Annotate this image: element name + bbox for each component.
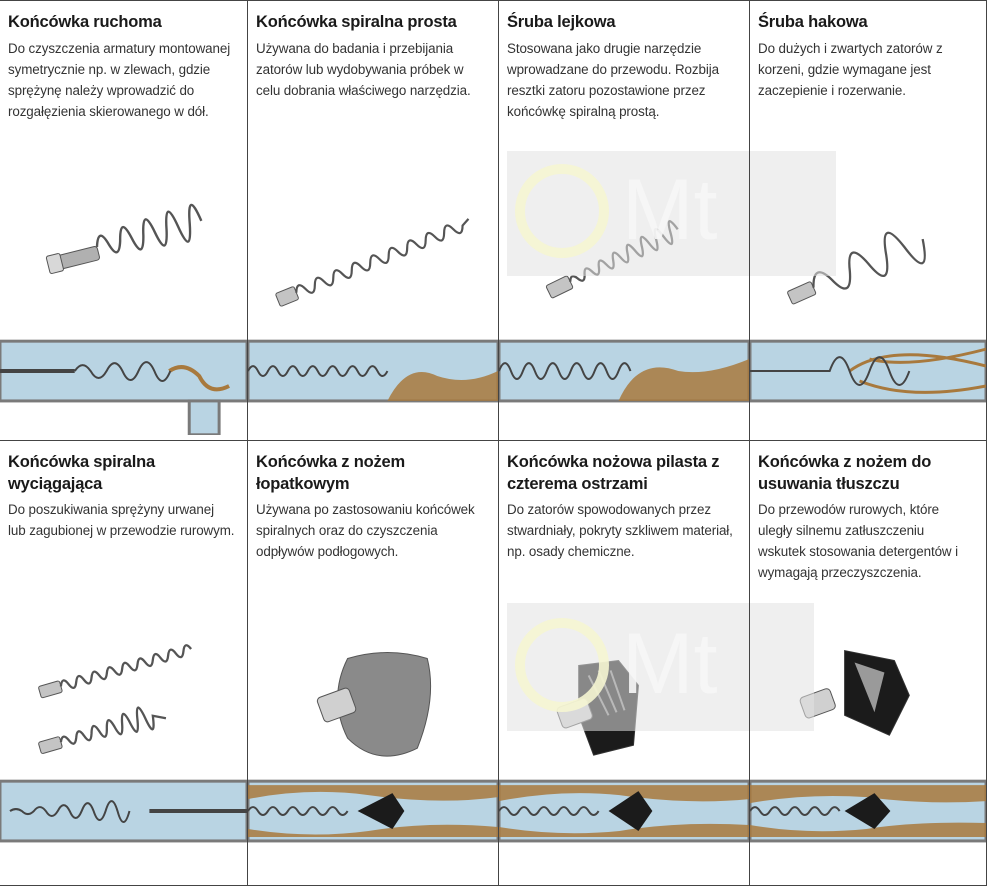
hook-auger-tool-illustration [787, 231, 926, 305]
swivel-spring-tool-illustration [45, 203, 203, 274]
card-koncowka-ruchoma: Końcówka ruchoma Do czyszczenia armatury… [0, 1, 248, 441]
pipe-cross-section [248, 339, 498, 403]
card-description: Do dużych i zwartych zatorów z korzeni, … [758, 41, 943, 98]
card-description: Do poszukiwania sprężyny urwanej lub zag… [8, 502, 235, 538]
card-title: Śruba lejkowa [507, 13, 616, 31]
pipe-cross-section [0, 331, 247, 435]
card-title: Końcówka nożowa pilasta z czterema ostrz… [507, 453, 720, 493]
grease-blade-tool-illustration [799, 649, 910, 736]
card-description: Do zatorów spowodowanych przez stwardnia… [507, 502, 733, 559]
card-description: Do czyszczenia armatury montowanej symet… [8, 41, 231, 119]
card-description: Używana do badania i przebijania zatorów… [256, 41, 471, 98]
paddle-blade-tool-illustration [316, 652, 432, 757]
card-title: Końcówka ruchoma [8, 13, 162, 31]
card-title: Końcówka spiralna prosta [256, 13, 457, 31]
card-koncowka-nozowa-pilasta: Końcówka nożowa pilasta z czterema ostrz… [499, 441, 750, 886]
pipe-cross-section [499, 779, 749, 843]
card-koncowka-spiralna-wyciagajaca: Końcówka spiralna wyciągająca Do poszuki… [0, 441, 248, 886]
card-koncowka-z-nozem-do-tluszczu: Końcówka z nożem do usuwania tłuszczu Do… [750, 441, 987, 886]
pipe-cross-section [499, 339, 749, 403]
card-title: Śruba hakowa [758, 13, 868, 31]
straight-spiral-tool-illustration [275, 218, 470, 307]
card-koncowka-spiralna-prosta: Końcówka spiralna prosta Używana do bada… [248, 1, 499, 441]
card-description: Stosowana jako drugie narzędzie wprowadz… [507, 41, 719, 119]
card-koncowka-z-nozem-lopatkowym: Końcówka z nożem łopatkowym Używana po z… [248, 441, 499, 886]
pipe-cross-section [248, 779, 498, 843]
pipe-cross-section [0, 779, 247, 843]
card-title: Końcówka z nożem do usuwania tłuszczu [758, 453, 932, 493]
pipe-cross-section [750, 339, 986, 403]
card-description: Do przewodów rurowych, które uległy siln… [758, 502, 959, 580]
card-title: Końcówka spiralna wyciągająca [8, 453, 155, 493]
card-sruba-hakowa: Śruba hakowa Do dużych i zwartych zatoró… [750, 1, 987, 441]
card-description: Używana po zastosowaniu końcówek spiraln… [256, 502, 475, 559]
retrieving-spiral-tool-illustration [38, 644, 193, 754]
card-sruba-lejkowa: Śruba lejkowa Stosowana jako drugie narz… [499, 1, 750, 441]
card-title: Końcówka z nożem łopatkowym [256, 453, 405, 493]
pipe-cross-section [750, 779, 986, 843]
